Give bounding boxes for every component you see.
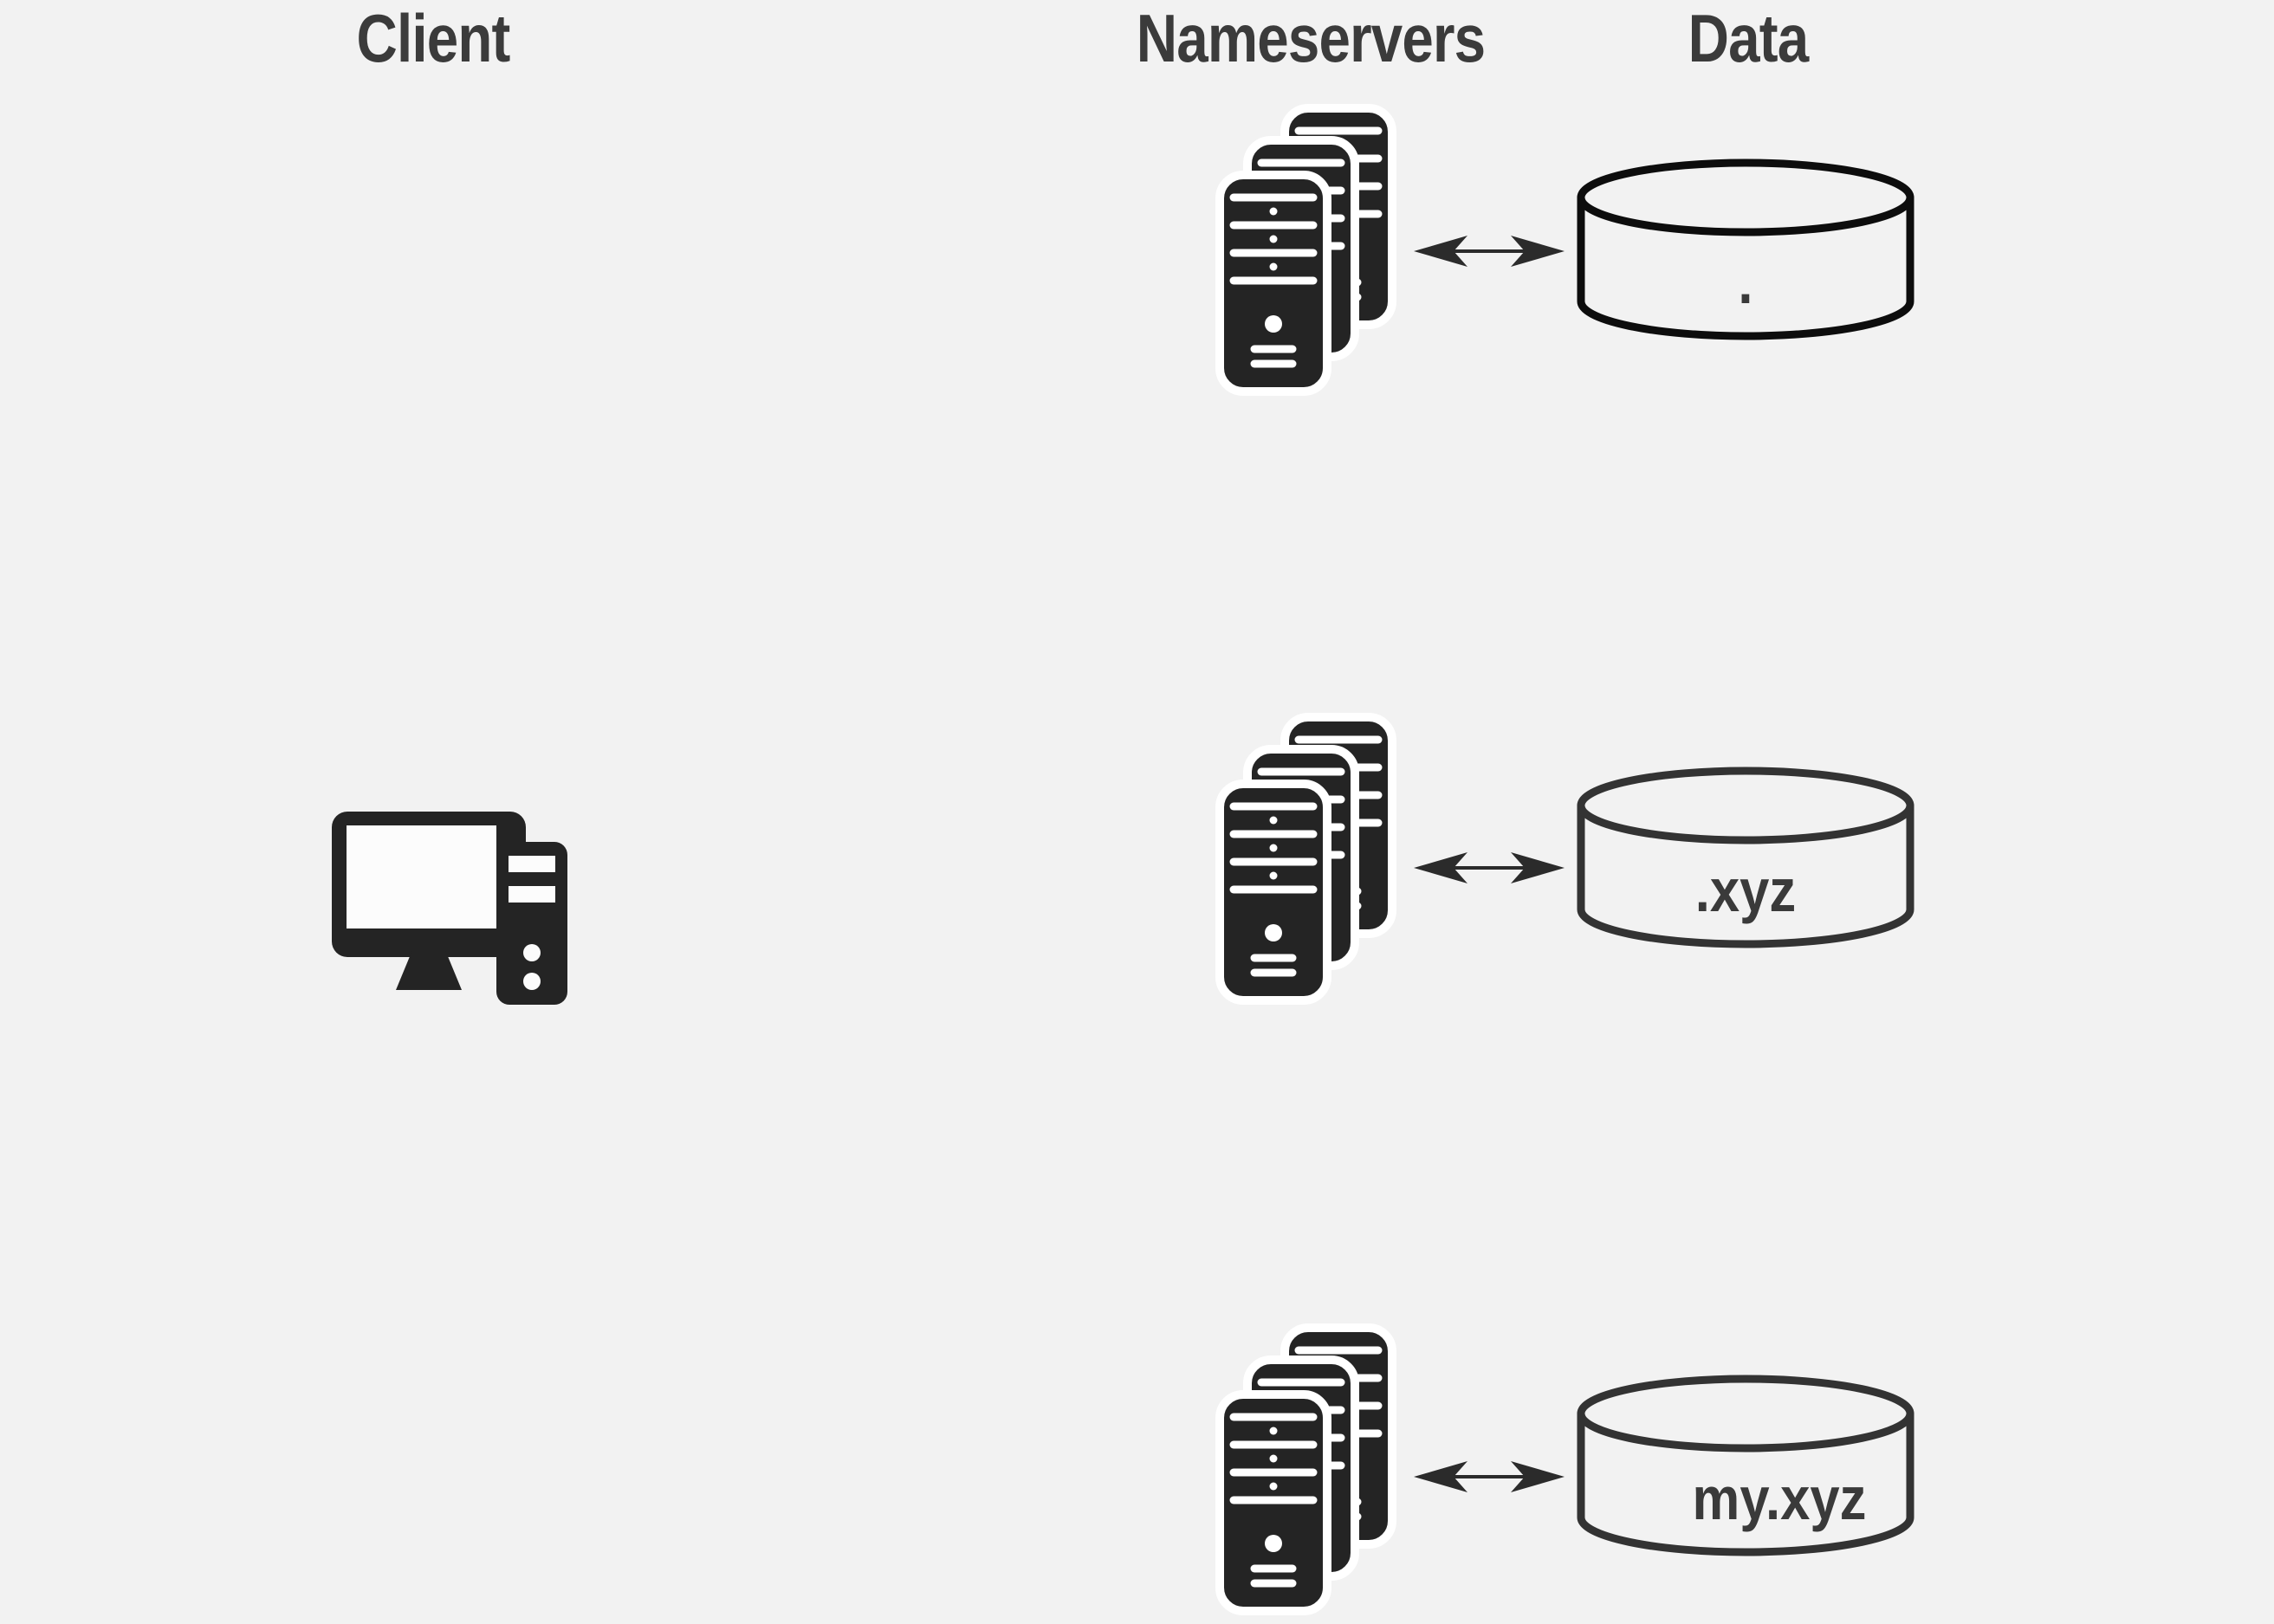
- column-header-nameservers: Nameservers: [1136, 0, 1486, 76]
- database-cylinder-icon: [1577, 1375, 1914, 1556]
- database-cylinder-icon: [1577, 767, 1914, 948]
- column-header-data: Data: [1688, 0, 1810, 76]
- double-headed-arrow-icon: [1414, 236, 1565, 267]
- monitor-screen: [347, 825, 496, 928]
- double-headed-arrow-icon: [1414, 852, 1565, 883]
- computer-tower: [496, 842, 567, 1005]
- database-label-tld: .xyz: [1694, 857, 1797, 924]
- database-label-root: .: [1738, 249, 1753, 316]
- monitor-stand: [396, 950, 462, 990]
- double-headed-arrow-icon: [1414, 1461, 1565, 1492]
- desktop-computer-icon: [332, 812, 567, 1005]
- database-label-domain: my.xyz: [1692, 1465, 1867, 1532]
- database-cylinder-icon: [1577, 159, 1914, 340]
- column-header-client: Client: [356, 0, 511, 76]
- server-stack-icon: [1215, 1323, 1397, 1618]
- server-stack-icon: [1215, 713, 1397, 1007]
- server-stack-icon: [1215, 104, 1397, 398]
